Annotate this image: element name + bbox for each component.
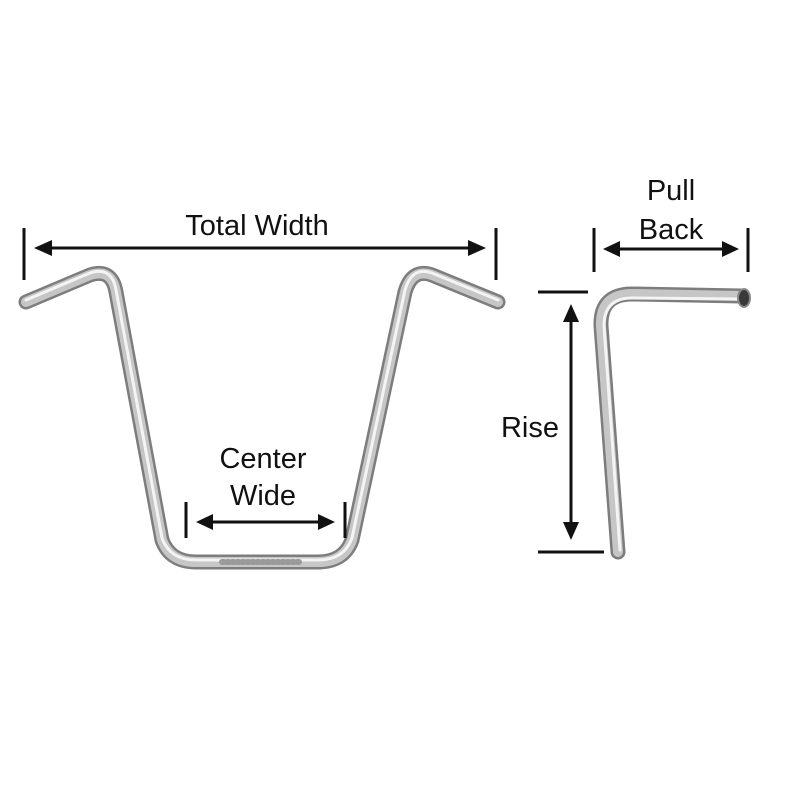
total-width-arrowhead-left xyxy=(34,240,52,256)
center-wide-label-line2: Wide xyxy=(230,480,296,512)
center-wide-arrowhead-left xyxy=(196,514,213,530)
total-width-arrowhead-right xyxy=(468,240,486,256)
rise-arrowhead-top xyxy=(563,304,579,322)
center-wide-label-line1: Center xyxy=(219,443,306,475)
pull-back-arrowhead-left xyxy=(603,241,620,257)
rise-arrowhead-bottom xyxy=(563,522,579,540)
center-wide-dimension xyxy=(184,502,347,538)
tube-end-opening xyxy=(737,288,751,308)
center-wide-arrowhead-right xyxy=(318,514,335,530)
rise-label: Rise xyxy=(501,412,559,444)
pull-back-dimension xyxy=(592,228,750,272)
handlebar-front-view xyxy=(18,265,506,570)
handlebar-side-view xyxy=(593,286,750,560)
pull-back-arrowhead-right xyxy=(722,241,739,257)
total-width-label: Total Width xyxy=(185,210,328,242)
pull-back-label-line2: Back xyxy=(639,214,704,246)
rise-dimension xyxy=(538,290,604,554)
total-width-dimension xyxy=(22,228,498,280)
pull-back-label-line1: Pull xyxy=(647,175,695,207)
